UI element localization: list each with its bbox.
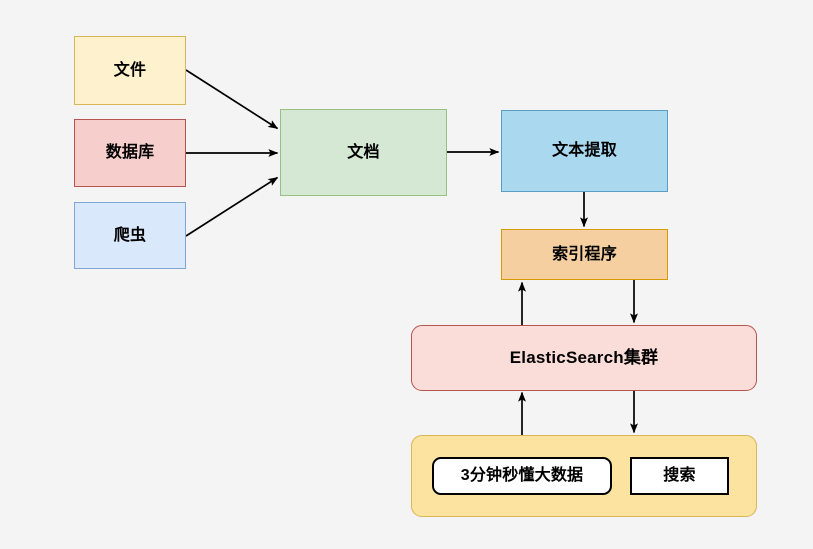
- node-database[interactable]: 数据库: [74, 119, 186, 187]
- node-elasticsearch-cluster-label: ElasticSearch集群: [509, 347, 659, 367]
- node-search-app-label: 搜索: [663, 467, 696, 485]
- node-text-extract[interactable]: 文本提取: [501, 110, 668, 192]
- node-bigdata-app[interactable]: 3分钟秒懂大数据: [432, 457, 612, 495]
- node-document[interactable]: 文档: [280, 109, 447, 196]
- node-text-extract-label: 文本提取: [552, 142, 617, 160]
- node-bigdata-app-label: 3分钟秒懂大数据: [460, 467, 584, 485]
- edge-crawler-to-document: [185, 176, 279, 237]
- node-elasticsearch-cluster[interactable]: ElasticSearch集群: [411, 325, 757, 391]
- node-file[interactable]: 文件: [74, 36, 186, 105]
- node-document-label: 文档: [347, 143, 380, 161]
- node-search-app[interactable]: 搜索: [630, 457, 729, 495]
- node-crawler[interactable]: 爬虫: [74, 202, 186, 269]
- edge-file-to-document: [185, 69, 279, 130]
- node-database-label: 数据库: [105, 144, 155, 162]
- node-indexer[interactable]: 索引程序: [501, 229, 668, 280]
- node-crawler-label: 爬虫: [113, 226, 147, 244]
- node-indexer-label: 索引程序: [552, 245, 617, 263]
- node-file-label: 文件: [113, 61, 147, 79]
